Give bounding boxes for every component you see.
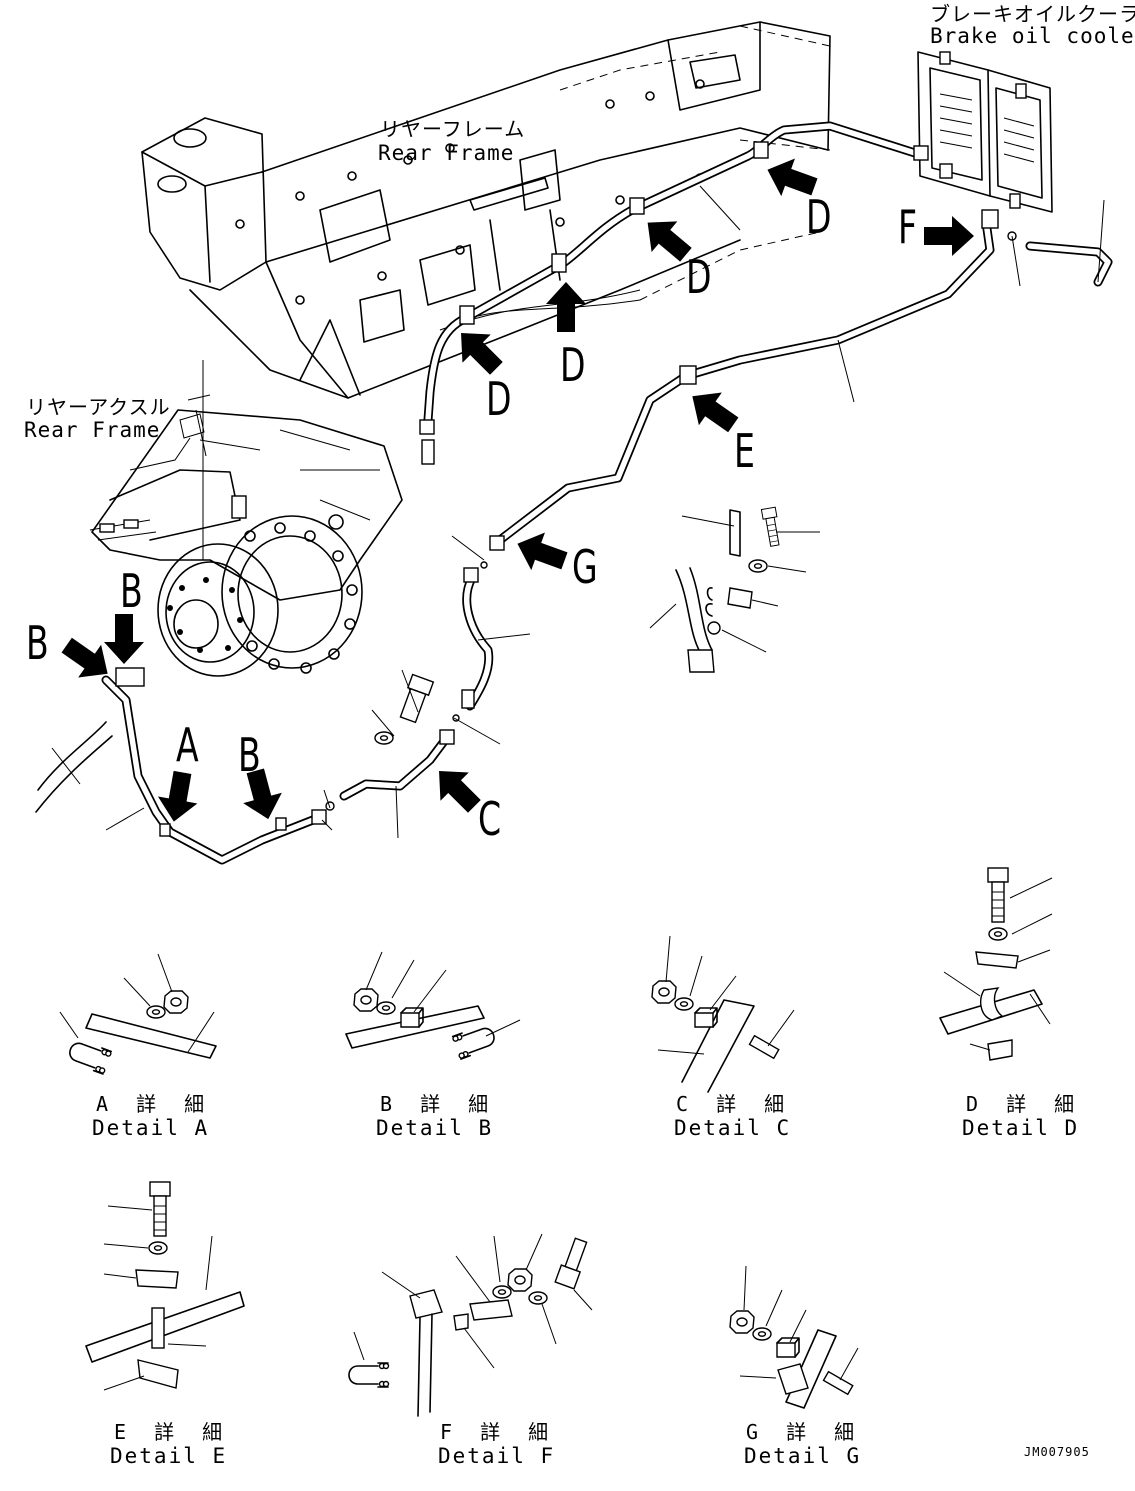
detail-c-caption-jp: C 詳 細 — [676, 1092, 793, 1116]
detail-f-drawing — [348, 1233, 593, 1417]
washer-icon — [492, 1285, 512, 1299]
detail-e-caption-jp: E 詳 細 — [114, 1420, 231, 1444]
nut-icon — [729, 1310, 755, 1334]
clamp-icon — [694, 1007, 718, 1028]
callout-letter-g: G — [572, 540, 598, 594]
callout-letter-d: D — [560, 338, 586, 392]
detail-g-caption-jp: G 詳 細 — [746, 1420, 863, 1444]
callout-letter-a: A — [176, 718, 199, 772]
callout-letter-d: D — [686, 250, 712, 304]
detail-a-caption-jp: A 詳 細 — [96, 1092, 213, 1116]
callout-letter-e: E — [734, 424, 755, 478]
brake-pipe-routing — [35, 121, 1113, 865]
thick-arrow-icon — [510, 524, 572, 580]
detail-a-caption-en: Detail A — [92, 1116, 210, 1140]
detail-d-caption-jp: D 詳 細 — [966, 1092, 1083, 1116]
callout-letter-b: B — [26, 616, 49, 670]
clamp-inset-drawing — [649, 506, 820, 673]
detail-d-drawing — [939, 867, 1053, 1061]
washer-icon — [988, 927, 1008, 941]
washer-icon — [752, 1327, 772, 1341]
rear-frame-drawing — [141, 21, 831, 399]
nut-icon — [163, 990, 189, 1014]
rear-frame-label-en: Rear Frame — [378, 141, 515, 165]
detail-b-caption-en: Detail B — [376, 1116, 494, 1140]
nut-icon — [651, 980, 677, 1004]
bolt-icon — [149, 1181, 171, 1237]
washer-icon — [146, 1005, 166, 1019]
brake-oil-cooler-label-en: Brake oil cooler — [930, 24, 1135, 48]
rear-axle-label-jp: リヤーアクスル — [26, 395, 171, 419]
detail-c-drawing — [651, 935, 795, 1093]
clamp-icon — [776, 1337, 800, 1358]
callout-letter-d: D — [806, 190, 832, 244]
detail-b-caption-jp: B 詳 細 — [380, 1092, 497, 1116]
thick-arrow-icon — [104, 614, 144, 664]
u-bolt-icon — [451, 1022, 499, 1061]
brake-oil-cooler-label-jp: ブレーキオイルクーラ — [930, 2, 1135, 26]
u-bolt-icon — [348, 1362, 390, 1388]
rear-frame-label-jp: リヤーフレーム — [380, 117, 526, 141]
nut-icon — [507, 1268, 533, 1292]
detail-f-caption-jp: F 詳 細 — [440, 1420, 557, 1444]
detail-e-drawing — [85, 1181, 245, 1391]
drawing-code: JM007905 — [1024, 1445, 1090, 1459]
thick-arrow-icon — [924, 216, 974, 256]
callout-letter-d: D — [486, 372, 512, 426]
detail-a-drawing — [59, 953, 217, 1075]
washer-icon — [528, 1291, 548, 1305]
callout-letter-c: C — [478, 792, 502, 846]
washer-icon — [376, 1001, 396, 1015]
nut-icon — [353, 988, 379, 1012]
callout-letter-b: B — [120, 564, 143, 618]
callout-letter-b: B — [238, 728, 261, 782]
u-bolt-icon — [65, 1037, 113, 1075]
washer-icon — [674, 997, 694, 1011]
rear-axle-label-en: Rear Frame — [24, 418, 161, 442]
detail-b-drawing — [345, 951, 521, 1061]
detail-c-caption-en: Detail C — [674, 1116, 792, 1140]
detail-e-caption-en: Detail E — [110, 1444, 228, 1468]
detail-f-caption-en: Detail F — [438, 1444, 556, 1468]
detail-g-drawing — [729, 1265, 859, 1409]
brake-oil-cooler-drawing — [917, 51, 1053, 213]
bolt-icon — [987, 867, 1009, 923]
clamp-icon — [400, 1007, 424, 1028]
rear-axle-drawing — [89, 360, 403, 677]
callout-letter-f: F — [898, 200, 918, 254]
detail-d-caption-en: Detail D — [962, 1116, 1080, 1140]
detail-g-caption-en: Detail G — [744, 1444, 862, 1468]
washer-icon — [148, 1241, 168, 1255]
